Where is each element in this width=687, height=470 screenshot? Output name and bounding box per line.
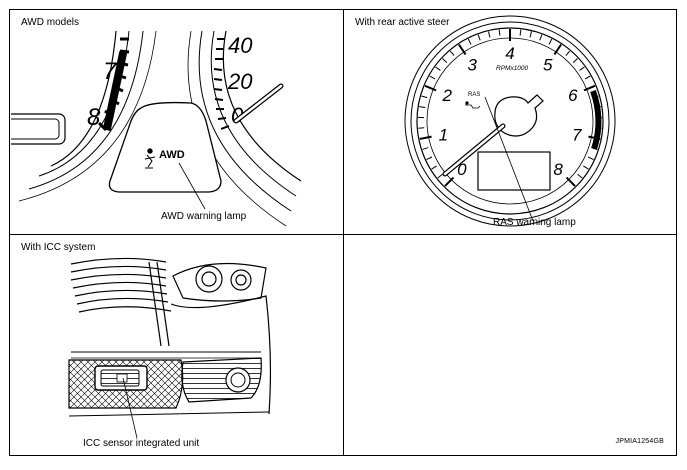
dial-number-4: 4 [505, 44, 514, 63]
dial-number-5: 5 [543, 55, 553, 74]
tick-mark [553, 43, 562, 56]
bumper-edge [170, 295, 272, 415]
ras-warning-icon [465, 101, 481, 109]
speed-number-40: 40 [228, 33, 253, 58]
red-zone-band [590, 89, 602, 150]
ras-tachometer-illustration: 01 23 4 56 78 RPMx1000 RAS [404, 15, 616, 227]
tick-mark [577, 173, 583, 179]
tick-mark [442, 58, 448, 63]
awd-cluster-illustration: 7 8 40 20 0 [11, 30, 302, 227]
tach-red-zone-band [102, 51, 128, 131]
tach-number-7: 7 [103, 58, 118, 85]
tick-mark [421, 95, 428, 99]
tick-mark [498, 29, 501, 36]
icc-sensor-label: ICC sensor integrated unit [83, 438, 200, 449]
divider-horizontal [9, 234, 677, 235]
dial-number-1: 1 [439, 125, 448, 144]
headlamp [172, 262, 267, 302]
tick-mark [583, 165, 589, 170]
awd-callout-leader [178, 162, 206, 210]
dial-number-3: 3 [467, 55, 477, 74]
dial-number-8: 8 [553, 160, 563, 179]
panel-empty: JPMIA1254GB [345, 236, 676, 455]
tick-mark [435, 66, 441, 71]
tick-mark [419, 106, 426, 109]
speed-number-20: 20 [227, 69, 253, 94]
tick-mark [548, 38, 553, 45]
tick-mark [587, 156, 594, 160]
tick-mark [422, 147, 429, 150]
panel-awd-models: 7 8 40 20 0 [11, 11, 342, 233]
tick-mark [477, 34, 481, 41]
tachometer-ticks [418, 29, 602, 187]
front-bumper-illustration [68, 257, 272, 439]
tick-mark [437, 173, 443, 179]
tick-mark [572, 58, 578, 63]
ras-lamp-text: RAS [468, 92, 480, 98]
tick-mark [529, 31, 532, 38]
ras-callout-leader [484, 96, 534, 222]
figure-code: JPMIA1254GB [615, 438, 664, 445]
panel-icc-system: With ICC system ICC sensor integrated un… [11, 236, 342, 455]
awd-lamp-text: AWD [159, 149, 185, 161]
tick-mark [467, 38, 472, 45]
tick-mark [449, 50, 455, 56]
divider-vertical [343, 9, 344, 456]
dial-number-6: 6 [568, 86, 578, 105]
tachometer-bezel [404, 15, 616, 227]
dial-number-7: 7 [572, 125, 582, 144]
ras-warning-lamp-label: RAS warning lamp [493, 217, 576, 228]
rpm-unit-label: RPMx1000 [496, 65, 529, 72]
tick-mark [579, 66, 585, 71]
needle-hub [494, 94, 544, 137]
tick-mark [565, 176, 576, 187]
icc-callout-leader [122, 377, 138, 439]
front-grille [70, 257, 172, 347]
tick-mark [431, 165, 437, 170]
tick-mark [458, 43, 467, 56]
awd-lamp-housing [108, 101, 222, 193]
tick-mark [424, 84, 437, 92]
tick-mark [519, 29, 522, 36]
panel-title: With ICC system [21, 242, 96, 253]
speed-tick-marks [213, 38, 230, 130]
tick-mark [429, 75, 436, 80]
tick-mark [584, 75, 591, 80]
tick-mark [565, 50, 571, 56]
panel-title: AWD models [21, 17, 79, 28]
tick-mark [539, 34, 543, 41]
tick-mark [419, 135, 432, 140]
tachometer-numbers: 01 23 4 56 78 [439, 44, 582, 179]
panel-title: With rear active steer [355, 17, 450, 28]
tick-mark [444, 176, 455, 187]
left-display-window [11, 113, 66, 145]
dial-number-0: 0 [457, 160, 467, 179]
tick-mark [488, 31, 491, 38]
dial-number-2: 2 [441, 86, 452, 105]
awd-warning-lamp-label: AWD warning lamp [161, 211, 247, 222]
tach-number-8: 8 [87, 104, 101, 131]
tick-mark [426, 156, 433, 160]
tick-mark [583, 84, 596, 92]
awd-warning-icon [144, 148, 156, 169]
